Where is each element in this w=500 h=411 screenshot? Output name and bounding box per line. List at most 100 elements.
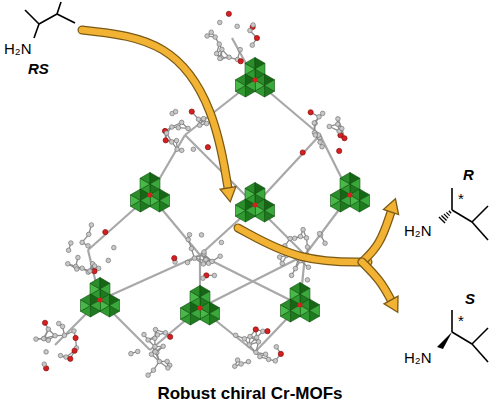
ligand-cluster [34,320,79,371]
cr-trimer [81,278,120,318]
ligand-atom [280,261,285,266]
octahedron-face [290,283,300,295]
ligand-atom [308,110,313,115]
octahedron-face [131,189,141,201]
single-bond [452,210,472,222]
cr-trimer [281,283,320,323]
ligand-atom [247,343,252,348]
arrow-head [220,187,236,202]
ligand-atom [176,125,181,130]
hashed-wedge [449,211,451,213]
ligand-atom [318,140,323,145]
ligand-link [55,300,100,345]
octahedron-face [181,302,191,314]
ligand-atom [219,240,224,245]
ligand-atom [166,366,171,371]
ligand-atom [253,327,258,332]
ligand-atom [163,330,168,335]
octahedron-face [236,199,246,211]
octahedron-face [236,74,246,86]
ligand-link [100,255,200,300]
ligand-atom [86,244,91,249]
octahedron-face [190,286,200,298]
ligand-atom [46,338,51,343]
ligand-link [100,300,150,350]
amine-group: H₂N [4,40,32,57]
ligand-atom [214,51,219,56]
ligand-atom [305,278,310,283]
ligand-atom [80,266,85,271]
ligand-atom [201,116,206,121]
ligand-atom [72,348,77,353]
ligand-atom [173,109,178,114]
ligand-atom [289,273,294,278]
octahedron-face [150,178,160,190]
oxo-atom [348,193,353,198]
octahedron-face [360,195,370,207]
ligand-atom [210,259,215,264]
ligand-cluster [172,232,224,280]
ligand-atom [186,237,191,242]
ligand-atom [151,368,156,373]
ligand-atom [56,321,61,326]
ligand-atom [238,47,243,52]
ligand-link [320,135,350,195]
arrow-head [383,199,398,215]
ligand-atom [164,131,169,136]
octahedron-face [281,299,291,311]
cr-trimer [236,183,275,223]
ligand-atom [192,256,197,261]
ligand-atom [169,140,174,145]
cr-trimer [236,58,275,98]
single-bond [451,310,453,332]
ligand-link [305,195,350,255]
ligand-atom [305,245,310,250]
inflow-arrow [82,30,236,202]
ligand-cluster [65,223,116,275]
ligand-atom [242,336,247,341]
ligand-atom [165,359,170,364]
amine-group: H₂N [404,222,432,239]
ligand-atom [288,236,293,241]
ligand-atom [313,121,318,126]
octahedron-face [340,173,350,185]
ligand-atom [103,229,108,234]
ligand-link [200,255,300,305]
ligand-atom [186,126,191,131]
octahedron-face [110,300,120,312]
ligand-atom [46,327,51,332]
hashed-wedge [439,217,445,223]
ligand-atom [58,353,63,358]
ligand-cluster [129,327,173,377]
oxo-atom [253,203,258,208]
ligand-atom [263,352,268,357]
racemate-label: RS [28,60,49,77]
ligand-atom [69,241,74,246]
ligand-atom [239,362,244,367]
ligand-atom [212,273,217,278]
ligand-atom [265,329,270,334]
ligand-atom [226,11,231,16]
figure-caption: Robust chiral Cr-MOFs [0,384,500,404]
ligand-atom [53,333,58,338]
ligand-atom [301,227,306,232]
single-bond [452,332,472,344]
ligand-atom [161,344,166,349]
ligand-atom [317,115,322,120]
arrow-outline [362,262,391,300]
ligand-atom [320,144,325,149]
octahedron-face [200,291,210,303]
ligand-atom [235,358,240,363]
ligand-atom [34,337,39,342]
octahedron-face [310,305,320,317]
ligand-atom [342,136,347,141]
single-bond [472,206,488,222]
single-bond [25,10,39,24]
ligand-link [150,135,185,195]
ligand-atom [196,117,201,122]
octahedron-face [245,58,255,70]
ligand-atom [62,333,67,338]
arrow-shaft [238,228,368,262]
ligand-atom [41,336,46,341]
ligand-atom [317,231,322,236]
